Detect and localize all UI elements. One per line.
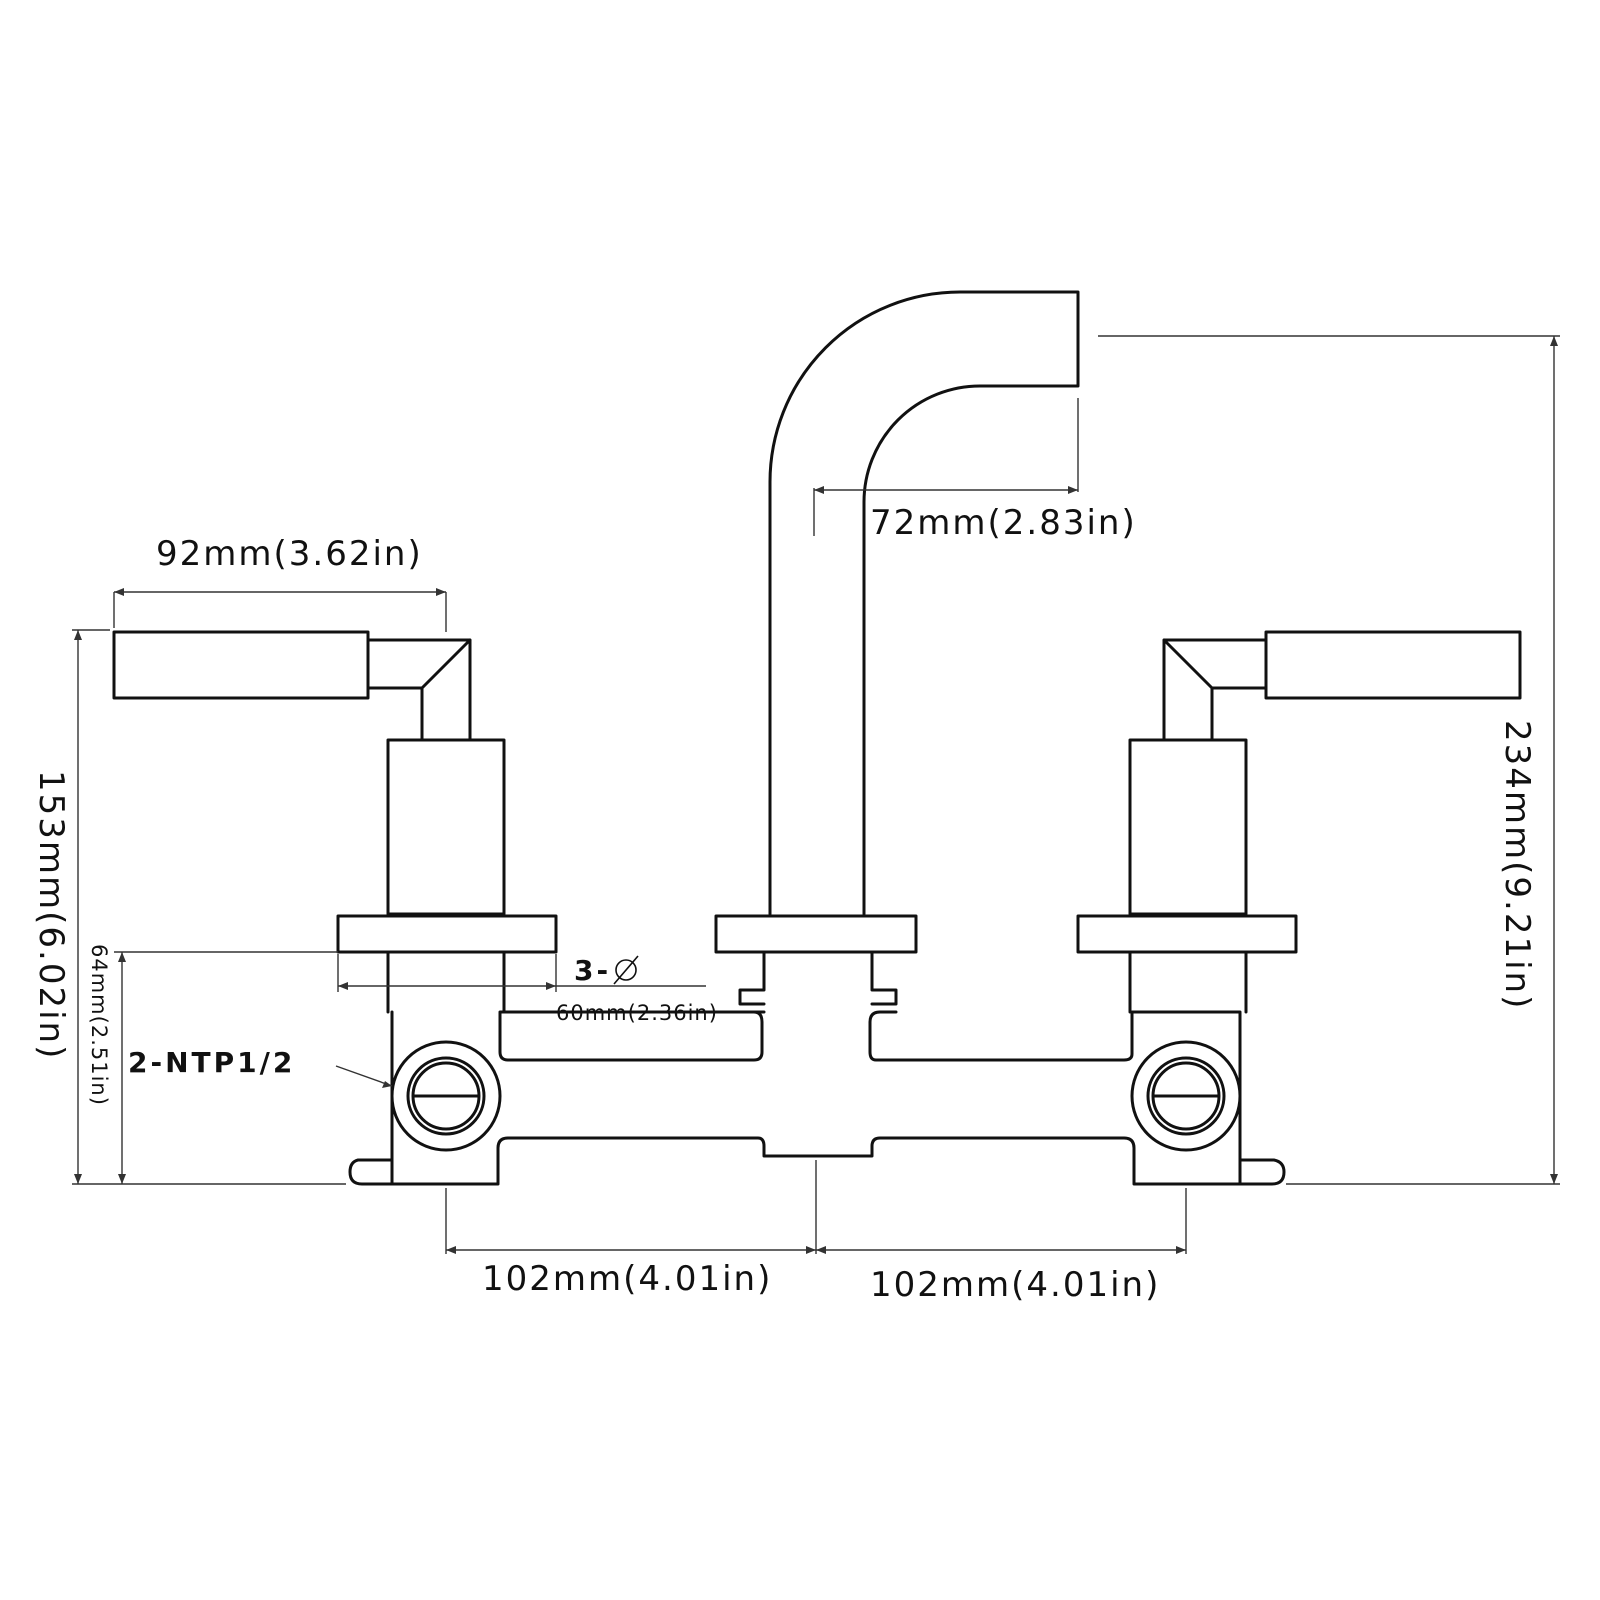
label-spout-reach: 72mm(2.83in) bbox=[870, 503, 1137, 543]
label-thread-spec: 2-NTP1/2 bbox=[128, 1046, 295, 1079]
label-handle-length: 92mm(3.62in) bbox=[156, 534, 423, 574]
left-stem-lower bbox=[386, 950, 506, 1014]
right-stem-lower bbox=[1128, 950, 1248, 1014]
spout-shank bbox=[738, 950, 898, 1006]
label-hole-diameter: 60mm(2.36in) bbox=[556, 1001, 718, 1025]
label-total-height: 234mm(9.21in) bbox=[1497, 720, 1537, 1010]
label-hole-count: 3- bbox=[574, 954, 611, 987]
diameter-icon bbox=[613, 955, 639, 985]
dimension-labels: 92mm(3.62in) 72mm(2.83in) 234mm(9.21in) … bbox=[31, 503, 1537, 1305]
right-handle-lever bbox=[1264, 630, 1522, 700]
right-handle-joint bbox=[1162, 638, 1268, 742]
left-inlet bbox=[390, 1040, 502, 1152]
leader-thread-spec bbox=[335, 1065, 393, 1087]
faucet-outline bbox=[112, 290, 1522, 1186]
left-escutcheon bbox=[336, 914, 558, 954]
valve-body bbox=[348, 1010, 1286, 1186]
label-spacing-right: 102mm(4.01in) bbox=[870, 1265, 1160, 1305]
spout bbox=[768, 290, 1080, 916]
label-valve-body-height: 64mm(2.51in) bbox=[87, 944, 111, 1106]
left-handle-joint bbox=[366, 638, 472, 742]
left-valve-stem bbox=[386, 738, 506, 916]
right-inlet bbox=[1130, 1040, 1242, 1152]
right-valve-stem bbox=[1128, 738, 1248, 916]
label-spacing-left: 102mm(4.01in) bbox=[482, 1259, 772, 1299]
valve-body-notches bbox=[390, 1158, 1242, 1186]
spout-escutcheon bbox=[714, 914, 918, 954]
left-handle-lever bbox=[112, 630, 370, 700]
dimension-lines bbox=[72, 335, 1560, 1254]
right-escutcheon bbox=[1076, 914, 1298, 954]
label-handle-height: 153mm(6.02in) bbox=[31, 770, 71, 1060]
